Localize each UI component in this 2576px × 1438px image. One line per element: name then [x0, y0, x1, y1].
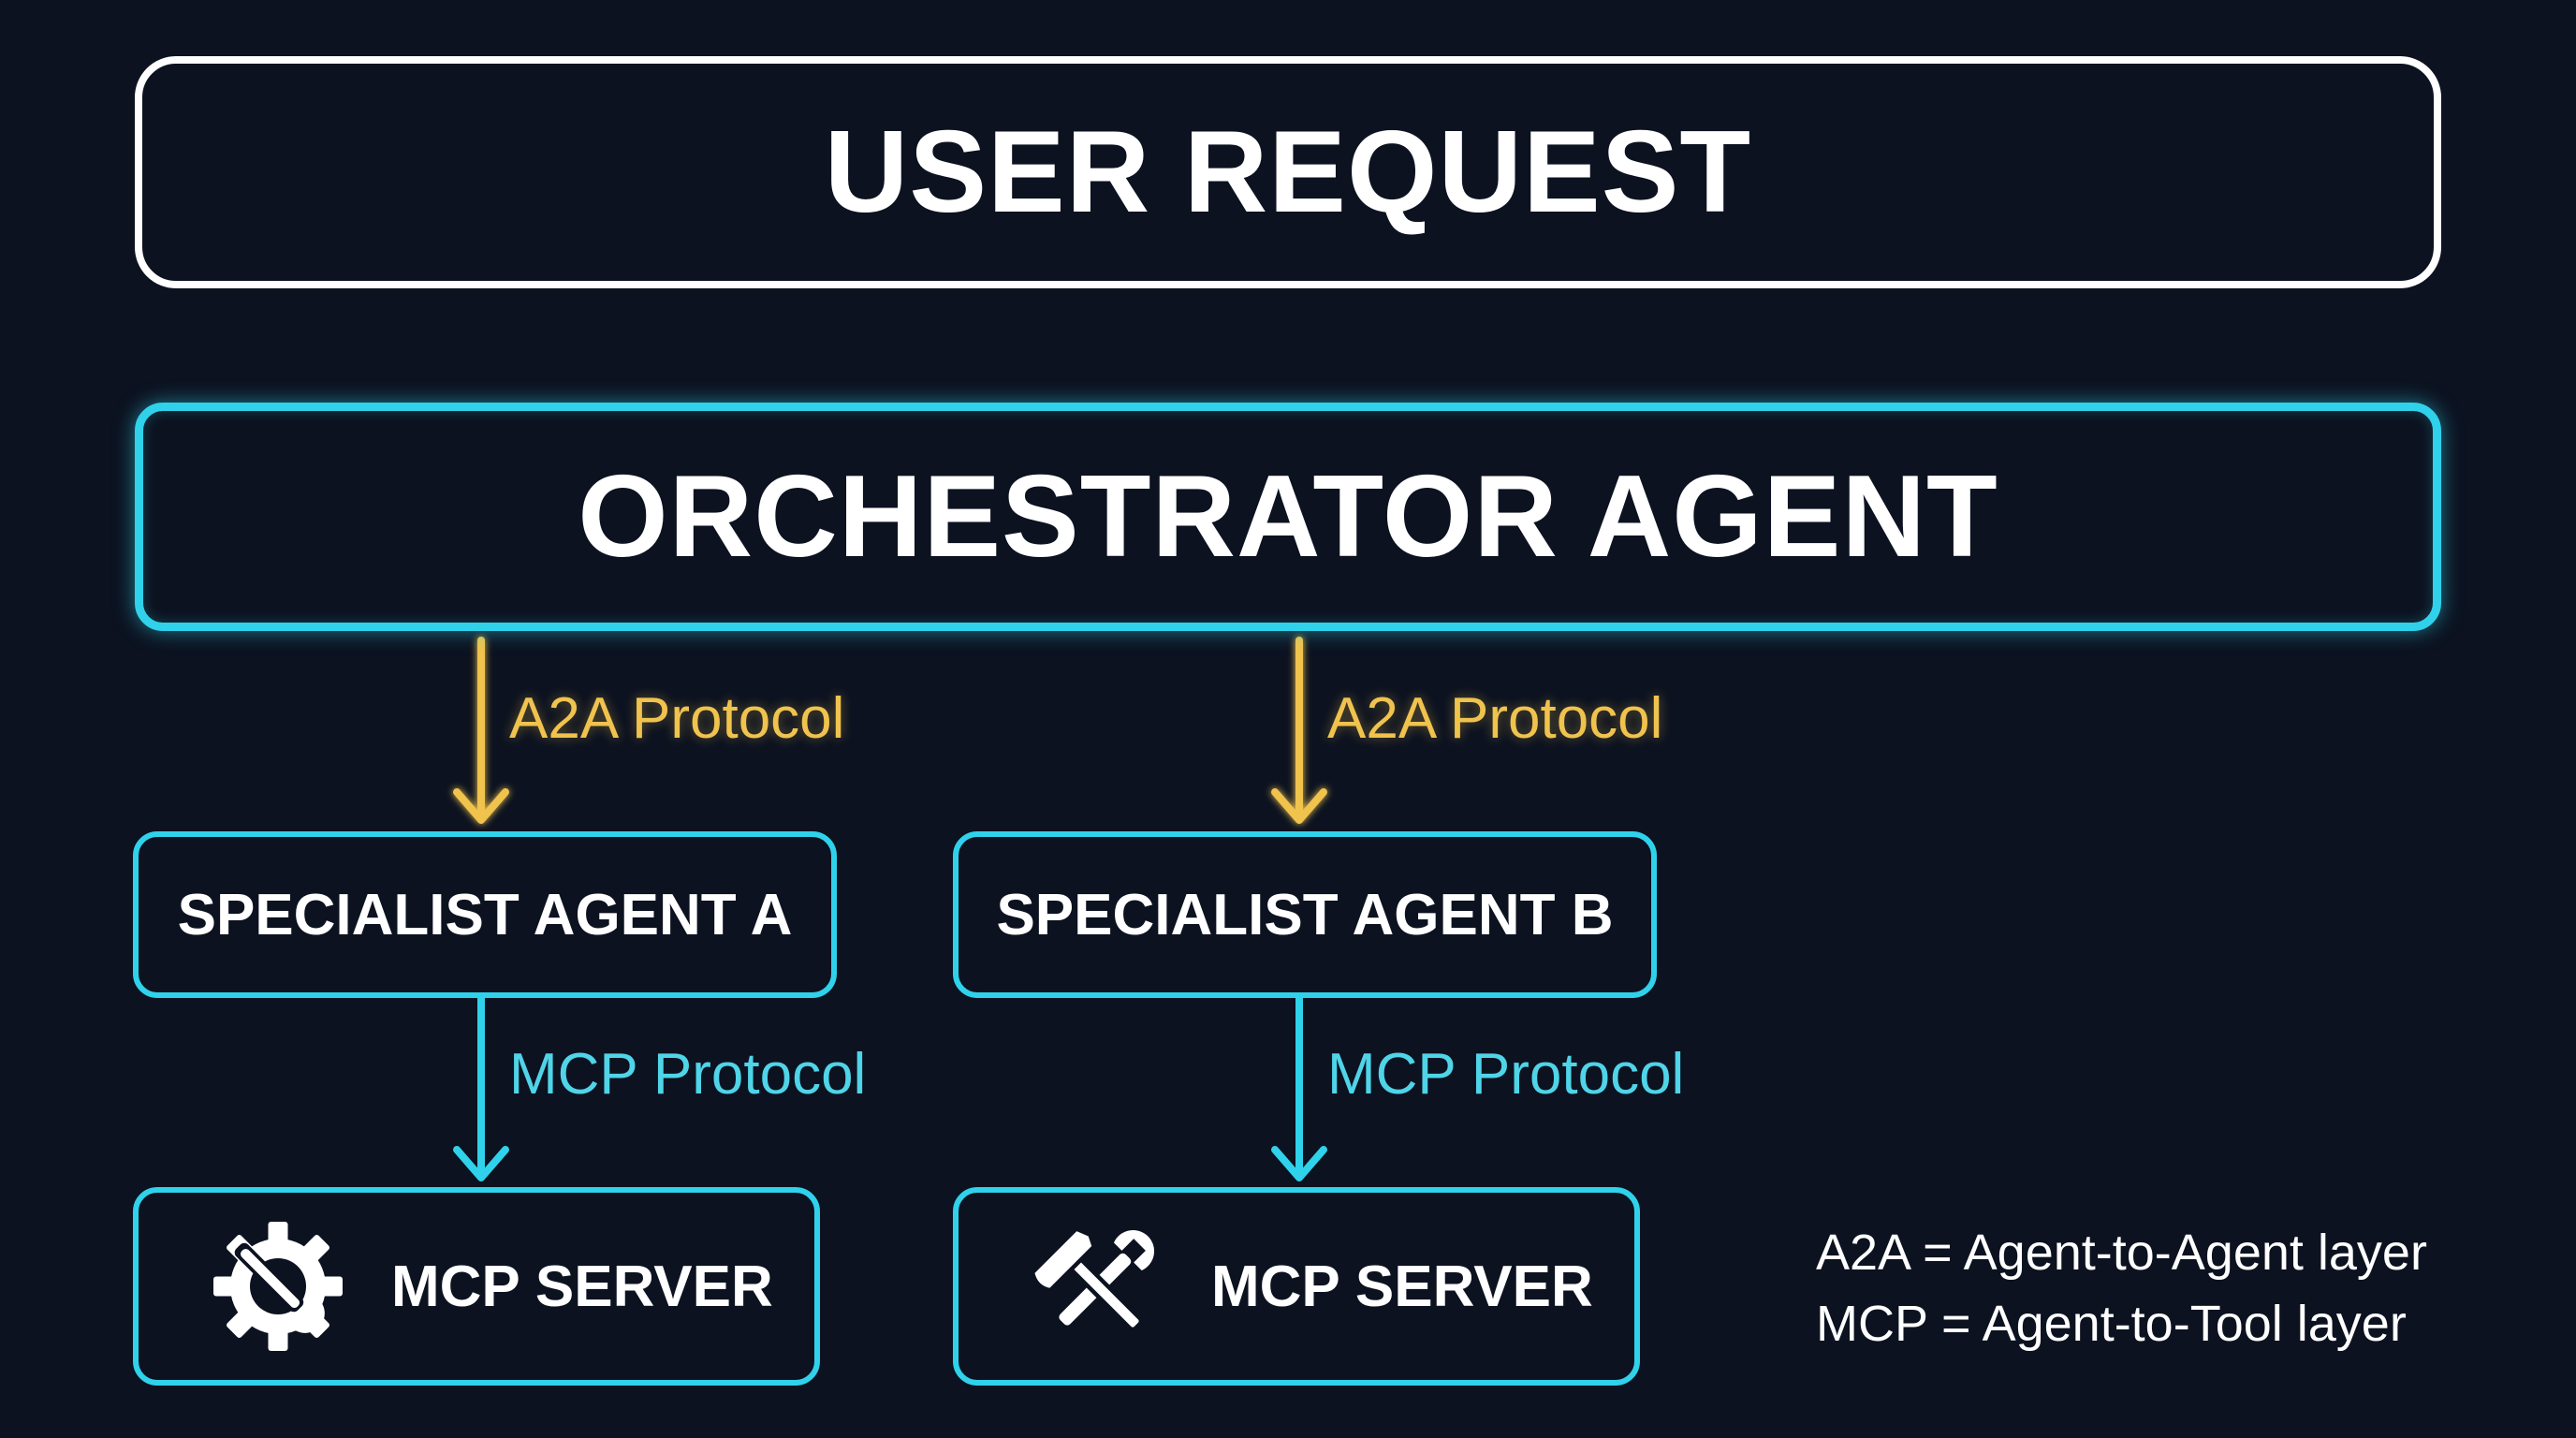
a2a-protocol-label-a: A2A Protocol — [509, 686, 845, 751]
mcp-arrow-b — [1271, 994, 1327, 1181]
a2a-protocol-label-b: A2A Protocol — [1327, 686, 1663, 751]
specialist-agent-b-label: SPECIALIST AGENT B — [996, 882, 1614, 947]
mcp-arrow-a — [453, 994, 509, 1181]
mcp-protocol-label-b: MCP Protocol — [1327, 1042, 1685, 1107]
legend-mcp: MCP = Agent-to-Tool layer — [1816, 1296, 2407, 1352]
mcp-server-b-label: MCP SERVER — [1211, 1254, 1593, 1319]
hammer-wrench-icon — [1028, 1216, 1168, 1357]
specialist-agent-a-label: SPECIALIST AGENT A — [177, 882, 793, 947]
orchestrator-agent-label: ORCHESTRATOR AGENT — [578, 452, 1998, 581]
legend: A2A = Agent-to-Agent layer MCP = Agent-t… — [1816, 1217, 2427, 1359]
legend-a2a: A2A = Agent-to-Agent layer — [1816, 1225, 2427, 1281]
mcp-protocol-label-a: MCP Protocol — [509, 1042, 867, 1107]
a2a-arrow-a — [453, 637, 509, 824]
gear-wrench-icon — [208, 1216, 348, 1357]
user-request-label: USER REQUEST — [824, 108, 1752, 237]
mcp-server-a-box: MCP SERVER — [133, 1187, 820, 1386]
a2a-arrow-b — [1271, 637, 1327, 824]
specialist-agent-a-box: SPECIALIST AGENT A — [133, 831, 837, 998]
specialist-agent-b-box: SPECIALIST AGENT B — [953, 831, 1657, 998]
user-request-box: USER REQUEST — [135, 56, 2441, 288]
orchestrator-agent-box: ORCHESTRATOR AGENT — [135, 403, 2441, 631]
mcp-server-a-label: MCP SERVER — [391, 1254, 773, 1319]
mcp-server-b-box: MCP SERVER — [953, 1187, 1640, 1386]
